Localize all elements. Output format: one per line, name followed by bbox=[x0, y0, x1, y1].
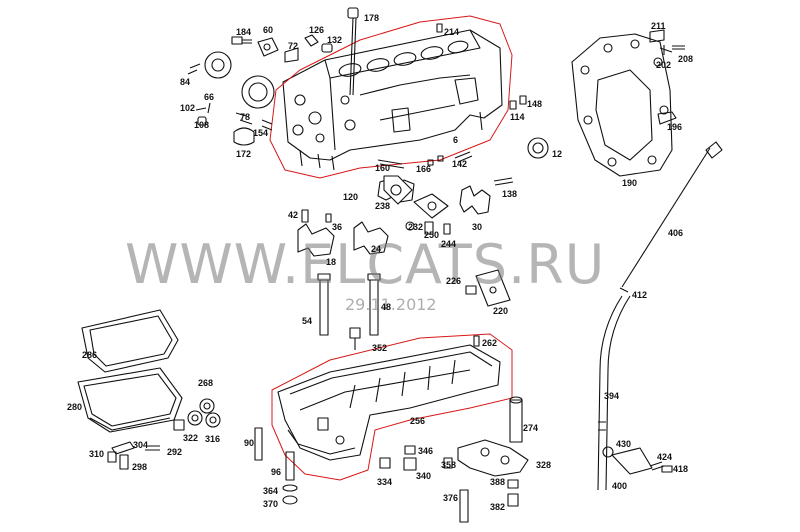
callout-376: 376 bbox=[443, 493, 459, 503]
callout-54: 54 bbox=[302, 316, 313, 326]
callout-430: 430 bbox=[616, 439, 632, 449]
callout-102: 102 bbox=[180, 103, 196, 113]
dipstick-cap-drawing bbox=[347, 7, 359, 96]
callout-298: 298 bbox=[132, 462, 148, 472]
bell-housing-drawing bbox=[571, 29, 685, 177]
engine-block-drawing bbox=[282, 29, 503, 171]
callout-114: 114 bbox=[510, 112, 525, 122]
callout-388: 388 bbox=[490, 477, 506, 487]
bottom-small-parts-drawing bbox=[254, 396, 673, 523]
callout-358: 358 bbox=[441, 460, 457, 470]
oil-pan-gasket-drawing bbox=[81, 309, 179, 373]
callout-72: 72 bbox=[288, 41, 299, 51]
callout-154: 154 bbox=[253, 128, 269, 138]
callout-424: 424 bbox=[657, 452, 673, 462]
callout-66: 66 bbox=[204, 92, 215, 102]
callout-172: 172 bbox=[236, 149, 252, 159]
callout-328: 328 bbox=[536, 460, 552, 470]
callout-256: 256 bbox=[410, 416, 426, 426]
callout-178: 178 bbox=[364, 13, 380, 23]
callout-370: 370 bbox=[263, 499, 279, 509]
callout-412: 412 bbox=[632, 290, 648, 300]
callout-132: 132 bbox=[327, 35, 343, 45]
bearing-caps-drawing bbox=[297, 175, 491, 257]
callout-406: 406 bbox=[668, 228, 684, 238]
callout-292: 292 bbox=[167, 447, 183, 457]
callout-238: 238 bbox=[375, 201, 391, 211]
callout-90: 90 bbox=[244, 438, 255, 448]
callout-126: 126 bbox=[309, 25, 325, 35]
callout-322: 322 bbox=[183, 433, 199, 443]
callout-108: 108 bbox=[194, 120, 210, 130]
callout-244: 244 bbox=[441, 239, 457, 249]
callout-250: 250 bbox=[424, 230, 440, 240]
callout-286: 286 bbox=[82, 350, 98, 360]
callout-78: 78 bbox=[240, 112, 251, 122]
callout-24: 24 bbox=[371, 244, 382, 254]
callout-12: 12 bbox=[552, 149, 563, 159]
callout-120: 120 bbox=[343, 192, 359, 202]
callout-42: 42 bbox=[288, 210, 299, 220]
callout-226: 226 bbox=[446, 276, 462, 286]
block-highlight-outline bbox=[269, 15, 513, 179]
callout-96: 96 bbox=[271, 467, 282, 477]
oil-pan-280-drawing bbox=[77, 367, 221, 470]
callout-352: 352 bbox=[372, 343, 388, 353]
callout-418: 418 bbox=[673, 464, 689, 474]
callout-232: 232 bbox=[408, 222, 424, 232]
callout-36: 36 bbox=[332, 222, 343, 232]
small-parts-top-left bbox=[187, 34, 333, 146]
callout-316: 316 bbox=[205, 434, 221, 444]
callout-148: 148 bbox=[527, 99, 543, 109]
bolts-and-bracket-drawing bbox=[317, 269, 629, 336]
callout-340: 340 bbox=[416, 471, 432, 481]
dipstick-tube-drawing bbox=[597, 295, 631, 491]
small-parts-near-block bbox=[377, 23, 549, 186]
callout-334: 334 bbox=[377, 477, 393, 487]
callout-304: 304 bbox=[133, 440, 149, 450]
callout-274: 274 bbox=[523, 423, 539, 433]
callout-196: 196 bbox=[667, 122, 683, 132]
callout-262: 262 bbox=[482, 338, 498, 348]
callout-202: 202 bbox=[656, 60, 672, 70]
callout-220: 220 bbox=[493, 306, 509, 316]
callout-208: 208 bbox=[678, 54, 694, 64]
callout-48: 48 bbox=[381, 302, 392, 312]
callout-166: 166 bbox=[416, 164, 432, 174]
callout-346: 346 bbox=[418, 446, 434, 456]
callout-364: 364 bbox=[263, 486, 279, 496]
callout-160: 160 bbox=[375, 163, 391, 173]
callout-394: 394 bbox=[604, 391, 620, 401]
callout-30: 30 bbox=[472, 222, 483, 232]
oil-pan-256-drawing bbox=[277, 327, 501, 461]
oil-pan-highlight-outline bbox=[271, 333, 513, 481]
callout-184: 184 bbox=[236, 27, 252, 37]
callout-84: 84 bbox=[180, 77, 191, 87]
callout-214: 214 bbox=[444, 27, 460, 37]
callout-142: 142 bbox=[452, 159, 468, 169]
callout-310: 310 bbox=[89, 449, 105, 459]
callout-190: 190 bbox=[622, 178, 638, 188]
callout-382: 382 bbox=[490, 502, 506, 512]
watermark-text: WWW.ELCATS.RU bbox=[125, 233, 606, 296]
callout-211: 211 bbox=[651, 21, 666, 31]
callout-280: 280 bbox=[67, 402, 83, 412]
watermark-date: 29.11.2012 bbox=[345, 295, 437, 314]
callout-400: 400 bbox=[612, 481, 628, 491]
dipstick-406-drawing bbox=[621, 141, 723, 288]
callout-138: 138 bbox=[502, 189, 518, 199]
callout-268: 268 bbox=[198, 378, 214, 388]
callout-6: 6 bbox=[453, 135, 459, 145]
callout-60: 60 bbox=[263, 25, 274, 35]
callout-18: 18 bbox=[326, 257, 337, 267]
